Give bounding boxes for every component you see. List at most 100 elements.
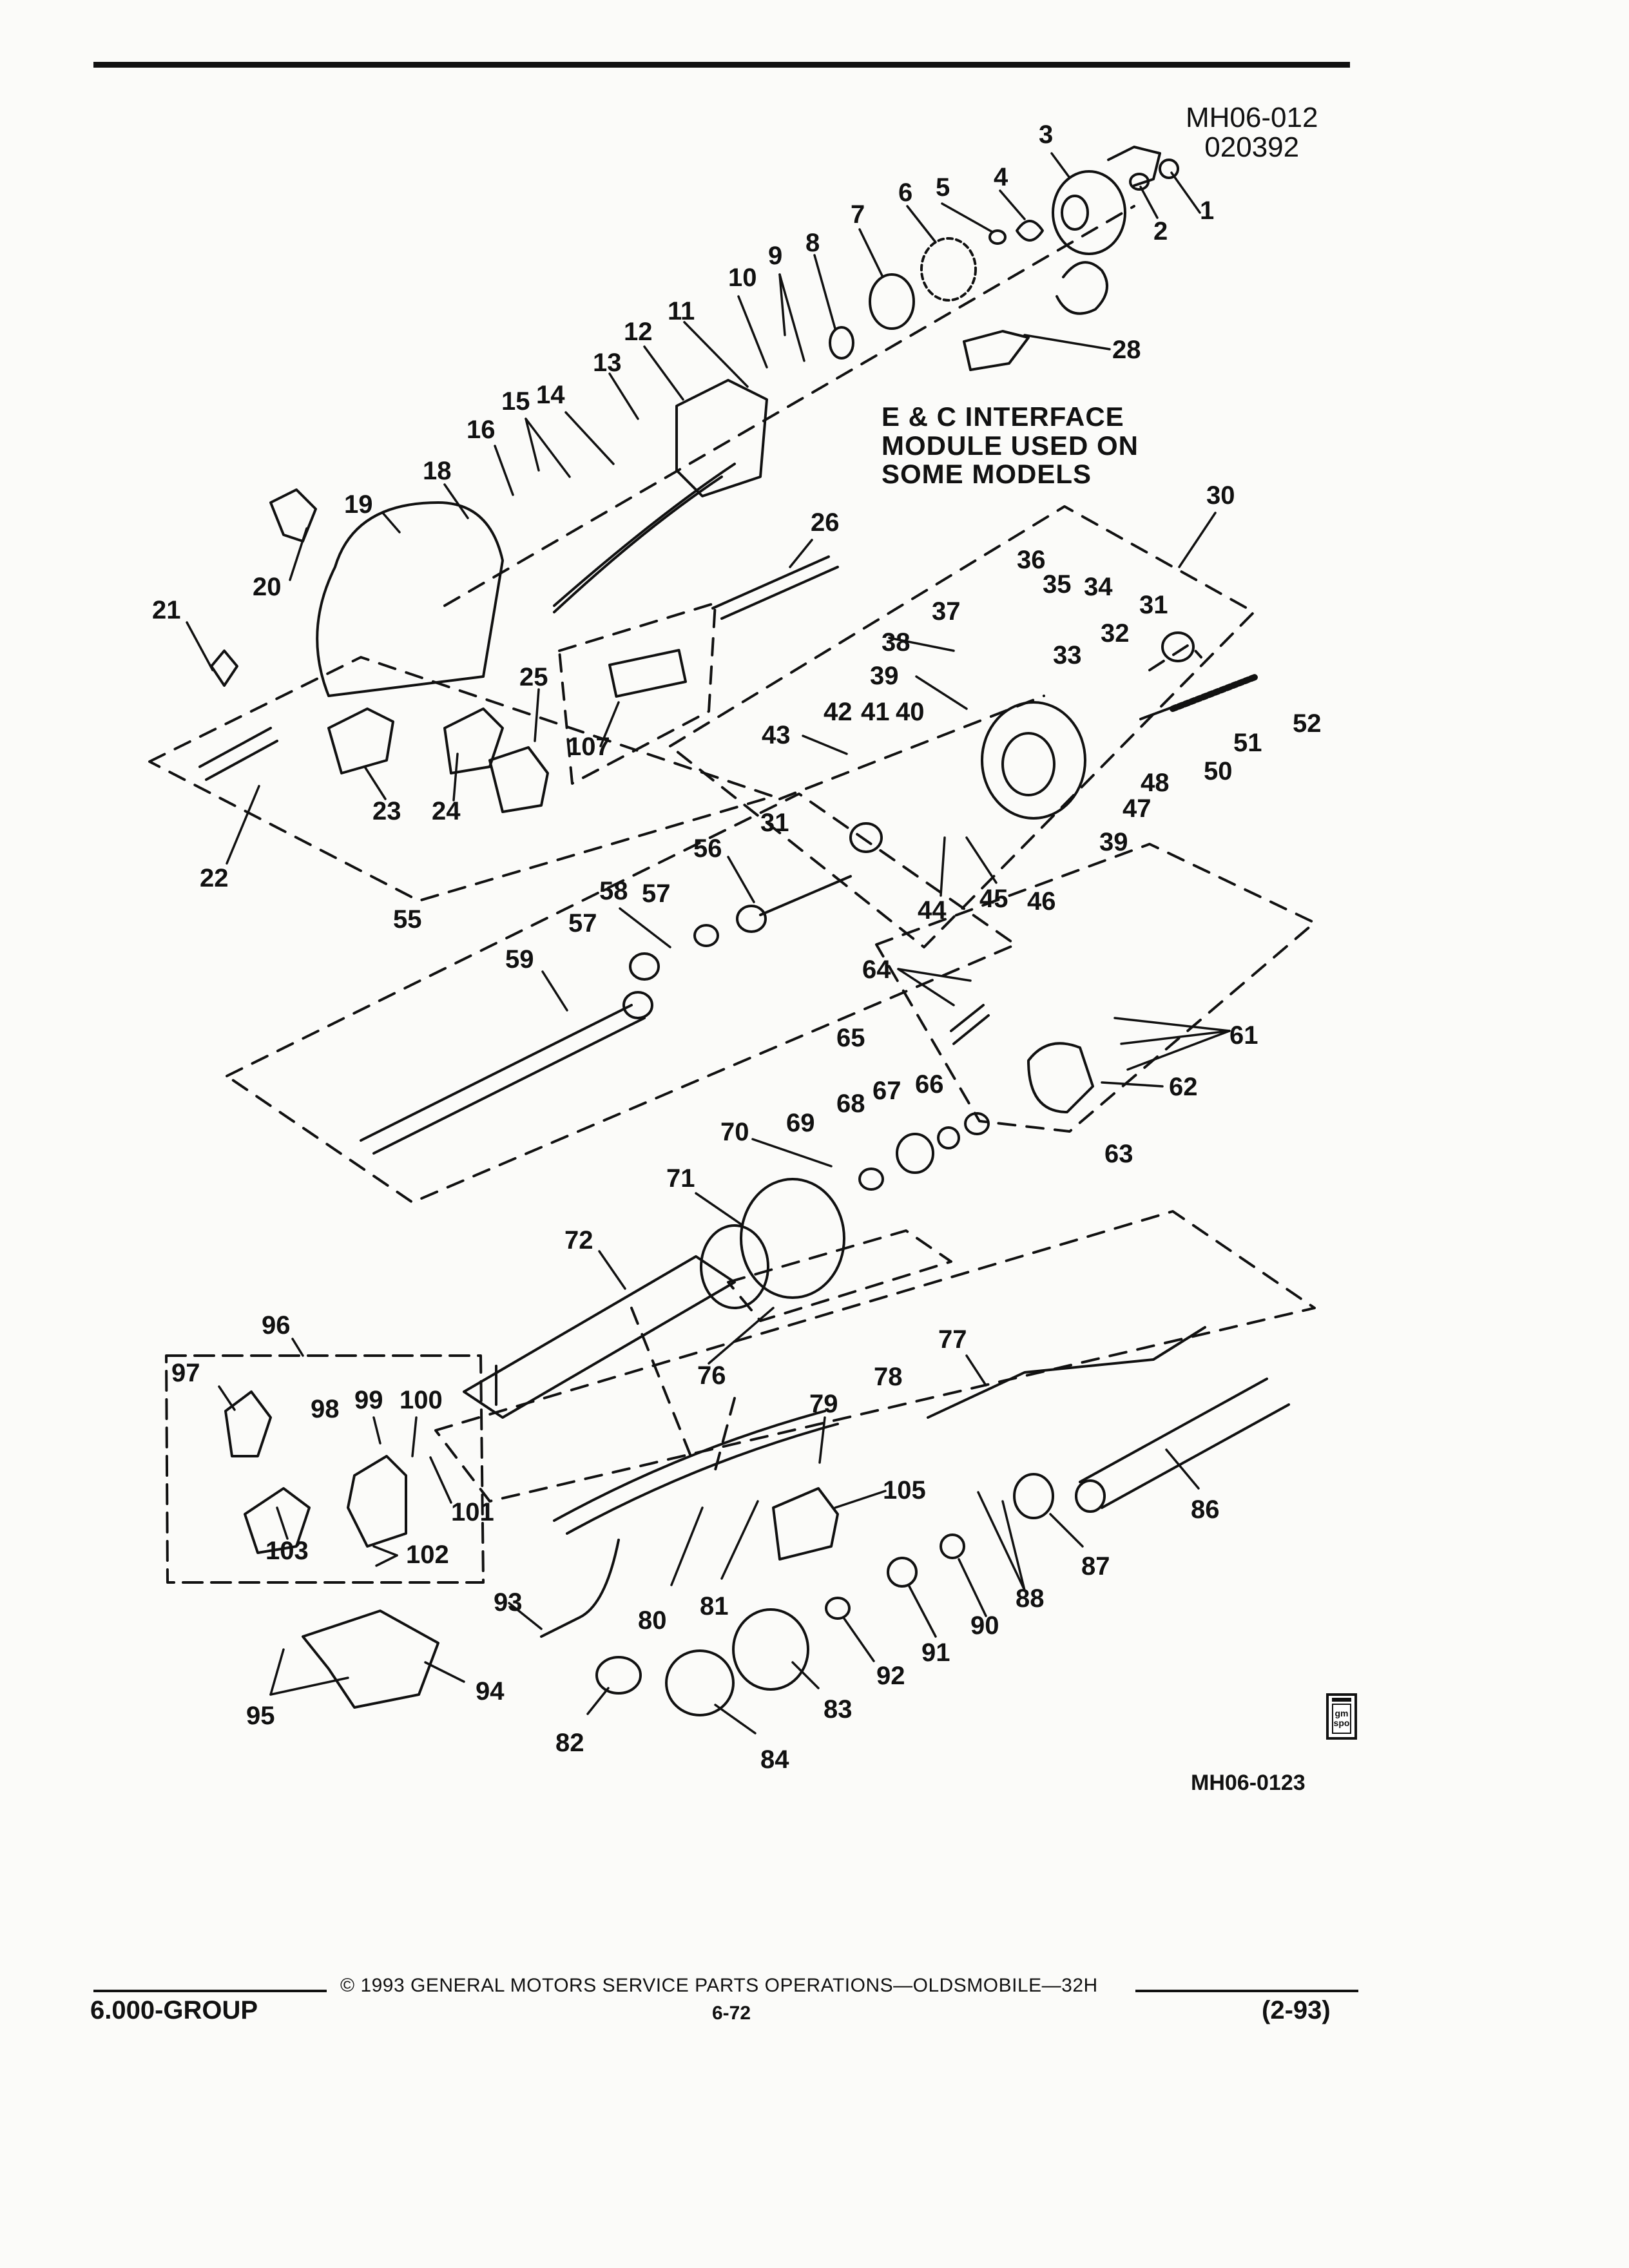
- callout-95: 95: [246, 1702, 275, 1730]
- leader-9b: [778, 273, 805, 362]
- callout-39: 39: [870, 662, 899, 690]
- callout-90: 90: [970, 1611, 999, 1640]
- part-31-bearing: [1161, 631, 1195, 662]
- callout-64: 64: [862, 956, 891, 984]
- leader-80: [670, 1506, 704, 1586]
- callout-19: 19: [344, 490, 373, 519]
- gm-spo-logo-line2: spo: [1333, 1718, 1350, 1729]
- callout-34: 34: [1084, 573, 1113, 601]
- leader-12: [643, 345, 684, 401]
- leader-26: [789, 539, 813, 568]
- footer-group: 6.000-GROUP: [90, 1996, 258, 2024]
- callout-78: 78: [874, 1363, 903, 1391]
- callout-38: 38: [882, 628, 911, 657]
- callout-46: 46: [1027, 887, 1056, 916]
- leader-4: [999, 189, 1026, 220]
- callout-98: 98: [311, 1395, 340, 1423]
- part-59-yoke: [622, 991, 653, 1019]
- callout-11: 11: [668, 297, 695, 325]
- part-69-washer: [858, 1168, 884, 1191]
- group-80-leader: [630, 1307, 695, 1464]
- callout-77: 77: [938, 1325, 967, 1354]
- leader-5: [941, 202, 994, 233]
- callout-9: 9: [768, 242, 782, 270]
- group-59-boundary: [226, 793, 1017, 1204]
- callout-57-b: 57: [642, 879, 671, 908]
- part-56-shaft: [759, 875, 852, 916]
- leader-99: [372, 1416, 381, 1445]
- leader-102a: [372, 1545, 398, 1557]
- leader-23: [363, 765, 387, 800]
- interface-module-note: E & C INTERFACE MODULE USED ON SOME MODE…: [882, 402, 1139, 490]
- callout-66: 66: [915, 1070, 944, 1099]
- callout-5: 5: [936, 173, 950, 202]
- leader-94: [424, 1661, 465, 1683]
- leader-100: [411, 1416, 418, 1457]
- part-12-harness: [553, 463, 736, 613]
- part-68-plate: [896, 1133, 934, 1174]
- callout-86: 86: [1191, 1495, 1220, 1524]
- group-72-boundary: [434, 1210, 1316, 1503]
- group-76-boundary: [727, 1229, 952, 1322]
- part-82-ring: [595, 1656, 642, 1695]
- part-shapes: [198, 146, 1290, 1716]
- gm-spo-logo-text: gm spo: [1332, 1704, 1351, 1734]
- callout-80: 80: [638, 1606, 667, 1635]
- part-6-gear: [920, 237, 977, 302]
- callout-87: 87: [1081, 1552, 1110, 1581]
- leader-21: [186, 621, 214, 671]
- callout-22: 22: [200, 864, 229, 892]
- part-24-bracket: [443, 707, 504, 774]
- callout-8: 8: [805, 229, 820, 257]
- callout-91: 91: [921, 1639, 950, 1667]
- part-67-ring: [937, 1126, 960, 1149]
- part-56-yoke: [736, 905, 767, 933]
- leader-86: [1165, 1448, 1200, 1490]
- part-97-pawl: [224, 1390, 272, 1457]
- callout-100: 100: [400, 1386, 443, 1414]
- callout-61: 61: [1229, 1021, 1258, 1050]
- leader-91: [907, 1584, 937, 1638]
- callout-94: 94: [476, 1677, 505, 1706]
- leader-25: [534, 688, 540, 742]
- leader-39: [915, 675, 968, 710]
- part-94-bracket: [302, 1610, 439, 1709]
- callout-4: 4: [994, 163, 1008, 191]
- leader-90: [958, 1558, 987, 1617]
- part-50-pin: [1139, 701, 1187, 720]
- footer-page-number: 6-72: [712, 2003, 751, 2024]
- leader-70: [751, 1138, 833, 1168]
- leader-3: [1050, 152, 1071, 179]
- callout-103: 103: [265, 1537, 309, 1565]
- part-92-ring: [825, 1597, 851, 1620]
- callout-10: 10: [728, 264, 757, 292]
- leader-61c: [1126, 1030, 1231, 1071]
- leader-76: [708, 1307, 775, 1365]
- leader-107: [599, 701, 620, 747]
- part-59-shaft: [360, 1004, 646, 1155]
- callout-105: 105: [883, 1476, 926, 1504]
- leader-8: [813, 254, 836, 330]
- leader-64b: [897, 968, 972, 982]
- group-107-boundary: [558, 602, 717, 785]
- leader-44: [940, 836, 946, 897]
- axis-line-top: [443, 205, 1135, 607]
- leader-28: [1023, 334, 1111, 351]
- leader-88b: [1001, 1500, 1026, 1591]
- callout-43: 43: [762, 721, 791, 749]
- leader-103: [276, 1506, 289, 1540]
- callout-102: 102: [406, 1541, 449, 1569]
- callout-97: 97: [171, 1359, 200, 1387]
- note-line3: SOME MODELS: [882, 459, 1092, 490]
- leader-43: [802, 735, 848, 755]
- leader-95a: [269, 1648, 285, 1696]
- part-91-ring: [887, 1557, 918, 1588]
- callout-51: 51: [1233, 729, 1262, 757]
- callout-79: 79: [809, 1390, 838, 1418]
- part-5-ring: [988, 229, 1007, 245]
- callout-69: 69: [786, 1109, 815, 1137]
- leader-58: [619, 907, 671, 948]
- leader-59: [541, 970, 568, 1012]
- part-77-rod: [927, 1326, 1206, 1419]
